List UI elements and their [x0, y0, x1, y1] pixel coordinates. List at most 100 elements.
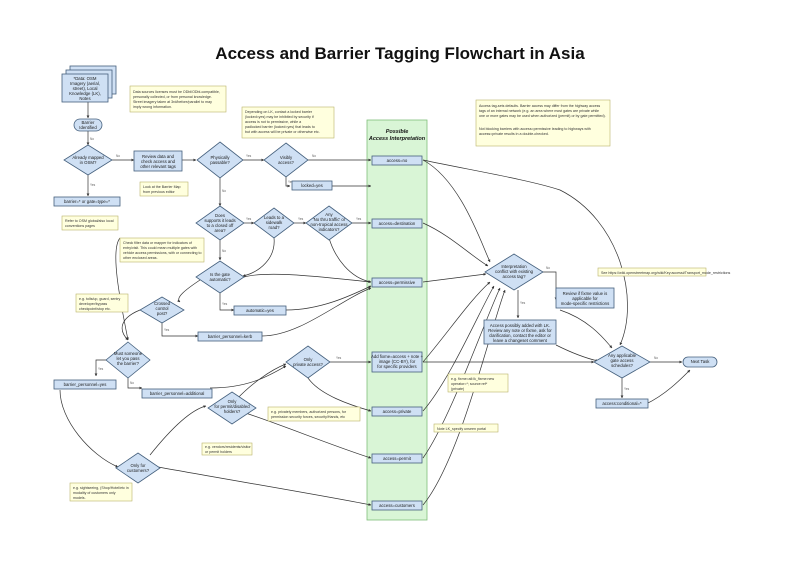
svg-text:other relevant tags: other relevant tags [140, 164, 176, 169]
barrier-personnel-yes-node[interactable]: barrier_personnel=yes [53, 379, 117, 390]
svg-text:barrier_personnel=kerb: barrier_personnel=kerb [208, 334, 253, 339]
physically-passable-decision[interactable]: Physically passable? [196, 141, 244, 179]
interpretation-conflict-decision[interactable]: Interpretation conflict with existing ac… [484, 253, 544, 291]
note-eg-vendors: e.g. vendors/residents/visitor or permit… [201, 442, 253, 456]
barrier-identified-node[interactable]: Barrier Identified [73, 118, 103, 132]
must-someone-let-pass-decision[interactable]: Must someone let you pass the barrier? [105, 341, 151, 379]
svg-text:or permit holders: or permit holders [205, 450, 232, 454]
svg-text:operator=*; source:ref*: operator=*; source:ref* [451, 382, 488, 386]
svg-text:automatic?: automatic? [209, 277, 231, 282]
note-check-filter: Check filter data or mapper for indicato… [119, 237, 205, 263]
svg-text:post?: post? [157, 311, 168, 316]
svg-text:Access tag-sets defaults. Barr: Access tag-sets defaults. Barrier access… [479, 104, 600, 108]
access-customers-node[interactable]: access=customers [371, 500, 423, 511]
visibly-access-decision[interactable]: Visibly access? [263, 142, 309, 178]
svg-text:Yes: Yes [98, 367, 104, 371]
access-permit-node[interactable]: access=permit [371, 453, 423, 464]
review-fixme-node[interactable]: Review if fixme value is applicable for … [555, 287, 615, 309]
svg-text:area?: area? [215, 228, 227, 233]
access-interpretation-lane [366, 119, 428, 521]
svg-text:Street imagery taken at 3rd/be: Street imagery taken at 3rd/before/paral… [133, 100, 212, 104]
svg-text:Refer to OSM global/also local: Refer to OSM global/also local [65, 219, 114, 223]
svg-text:indicators?: indicators? [319, 227, 340, 232]
only-customers-decision[interactable]: Only for customers? [115, 452, 161, 484]
review-data-node[interactable]: Review data and check access and other r… [133, 150, 183, 172]
barrier-kerb-node[interactable]: barrier_personnel=kerb [197, 331, 263, 342]
crossed-control-post-decision[interactable]: Crossed control post? [139, 296, 185, 324]
svg-text:Crossed: Crossed [154, 301, 171, 306]
access-conditional-node[interactable]: access:conditional=* [595, 398, 649, 409]
no-thru-traffic-decision[interactable]: Any 'No thru traffic' or non-tropical ac… [305, 205, 353, 241]
note-lk-unseen: Note LK_specify unseen portal [433, 423, 499, 433]
svg-text:Review if fixme value is: Review if fixme value is [563, 291, 608, 296]
access-destination-node[interactable]: access=destination [371, 218, 423, 229]
svg-text:Yes: Yes [298, 217, 304, 221]
svg-text:padlocked barrier (locked=yes): padlocked barrier (locked=yes) that lead… [245, 125, 315, 129]
add-fixme-node[interactable]: Add fixme=access + note + image (CC-BY),… [371, 351, 423, 373]
svg-text:clarification, contact the edi: clarification, contact the editor or [489, 333, 551, 338]
access-private-node[interactable]: access=private [371, 406, 423, 417]
svg-text:Only: Only [304, 357, 314, 362]
only-private-decision[interactable]: Only private access? [285, 345, 331, 379]
svg-text:for permit/disabled: for permit/disabled [214, 404, 250, 409]
svg-text:(private): (private) [451, 387, 464, 391]
barrier-gate-tag-node[interactable]: barrier=* or gate=type=* [53, 196, 121, 207]
barrier-personnel-additional-node[interactable]: barrier_personnel=additional [141, 388, 213, 399]
locked-yes-node[interactable]: locked=yes [291, 180, 333, 191]
svg-text:e.g. tolls/up, guard, sentry: e.g. tolls/up, guard, sentry [79, 297, 121, 301]
svg-text:road?: road? [269, 225, 281, 230]
svg-text:passable?: passable? [210, 160, 230, 165]
automatic-yes-node[interactable]: automatic=yes [233, 305, 287, 316]
svg-text:automatic=yes: automatic=yes [246, 308, 274, 313]
svg-text:e.g. fixme=all:lk_fixme:new: e.g. fixme=all:lk_fixme:new [451, 377, 494, 381]
svg-text:from previous editor: from previous editor [143, 190, 176, 194]
svg-text:Yes: Yes [246, 154, 252, 158]
svg-text:Does: Does [215, 213, 225, 218]
already-mapped-decision[interactable]: Already mapped in OSM? [63, 144, 113, 176]
svg-text:Physically: Physically [210, 155, 230, 160]
gate-schedules-decision[interactable]: Any applicable gate access schedules? [593, 345, 651, 379]
svg-text:Barrier: Barrier [82, 120, 95, 125]
svg-text:access=no: access=no [387, 158, 408, 163]
svg-text:holders?: holders? [224, 409, 241, 414]
svg-text:Look at the Barrier Map: Look at the Barrier Map [143, 185, 181, 189]
svg-text:for specific providers: for specific providers [377, 364, 416, 369]
svg-text:Any applicable: Any applicable [608, 353, 637, 358]
note-data-sources: Data sources licenses must be ODbl/ODbl-… [129, 85, 227, 113]
svg-text:permission security forces, se: permission security forces, security/Han… [271, 415, 345, 419]
next-task-node[interactable]: Next Task [682, 356, 718, 368]
leads-to-road-decision[interactable]: Leads to a sidewalk road? [253, 207, 295, 239]
note-eg-control: e.g. tolls/up, guard, sentry developer/b… [75, 293, 129, 313]
svg-text:e.g. vendors/residents/visitor: e.g. vendors/residents/visitor [205, 445, 252, 449]
svg-text:(locked=yes) may be inhibited: (locked=yes) may be inhibited by securit… [245, 115, 314, 119]
svg-text:personally collected, or from: personally collected, or from personal k… [133, 95, 212, 99]
svg-text:one or more gates may be used: one or more gates may be used when autho… [479, 114, 606, 118]
svg-text:Identified: Identified [79, 125, 97, 130]
svg-text:e.g. privately members, author: e.g. privately members, authorized perso… [271, 410, 347, 414]
svg-text:access=permissive: access=permissive [379, 280, 416, 285]
svg-text:No: No [116, 154, 120, 158]
svg-text:sidewalk: sidewalk [266, 220, 283, 225]
access-permissive-node[interactable]: access=permissive [371, 277, 423, 288]
svg-text:mode-specific restrictions: mode-specific restrictions [561, 301, 609, 306]
svg-text:imply wrong information.: imply wrong information. [133, 105, 172, 109]
svg-text:control: control [156, 306, 169, 311]
access-no-node[interactable]: access=no [371, 155, 423, 166]
access-possibly-node[interactable]: Access possibly added with LK. Review an… [483, 319, 557, 345]
svg-text:Access possibly added with LK.: Access possibly added with LK. [490, 323, 550, 328]
svg-text:tags of an internal network (e: tags of an internal network (e.g. an are… [479, 109, 599, 113]
only-permits-decision[interactable]: Only for permit/disabled holders? [207, 391, 257, 425]
svg-text:Leads to a: Leads to a [264, 215, 285, 220]
svg-text:Depending on LK, contact a loc: Depending on LK, contact a locked barrie… [245, 110, 313, 114]
gate-automatic-decision[interactable]: Is the gate automatic? [195, 260, 245, 294]
data-sources-document[interactable]: *Data: OSM Imagery (aerial, street), Loc… [61, 65, 117, 103]
svg-text:conflict with existing: conflict with existing [495, 269, 534, 274]
svg-text:No: No [130, 381, 134, 385]
gate-closed-area-decision[interactable]: Does supports it leads to a closed off a… [195, 205, 245, 241]
svg-text:Only for: Only for [130, 463, 146, 468]
svg-text:access=customers: access=customers [379, 503, 415, 508]
note-eg-shophouse: e.g. sightseeing, (Shop/Hotel/etc in mod… [69, 482, 133, 502]
svg-text:Add fixme=access + note +: Add fixme=access + note + [371, 354, 423, 359]
svg-text:private access?: private access? [293, 362, 323, 367]
lane-title-line2: Access Interpretation [368, 136, 426, 142]
